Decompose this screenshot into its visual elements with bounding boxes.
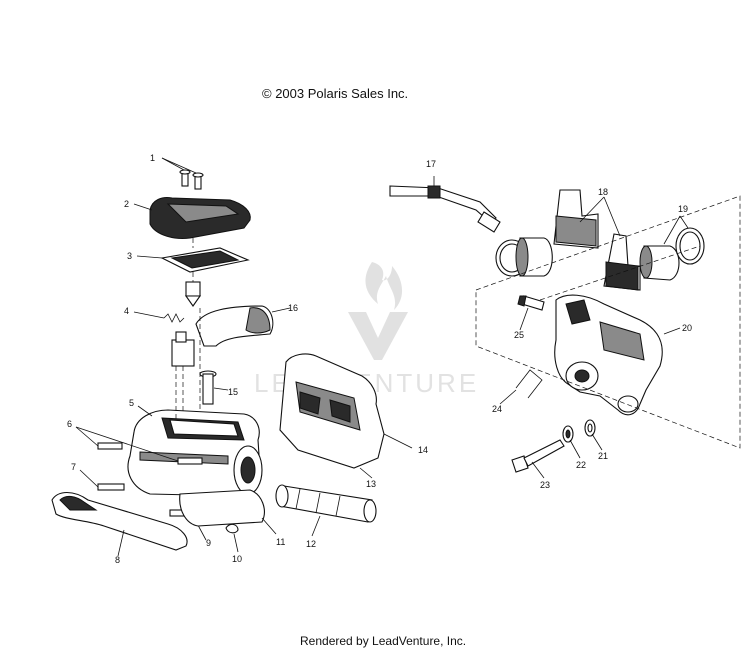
callout-9: 9 <box>206 538 211 548</box>
callout-6: 6 <box>67 419 72 429</box>
callout-25: 25 <box>514 330 524 340</box>
part-brake-pad-18 <box>553 189 641 291</box>
part-reservoir-cover-2 <box>133 197 251 239</box>
rendered-by-footer: Rendered by LeadVenture, Inc. <box>300 634 467 648</box>
callout-8: 8 <box>115 555 120 565</box>
part-diaphragm-3 <box>136 247 250 273</box>
part-housing-cover-13-14 <box>279 353 413 479</box>
callout-1: 1 <box>150 153 155 163</box>
part-bleeder-25 <box>517 295 545 331</box>
part-clip-10 <box>225 523 239 553</box>
part-master-cylinder-body-5 <box>127 405 263 497</box>
callout-2: 2 <box>124 199 129 209</box>
part-screw-7 <box>79 469 125 491</box>
part-piston-left <box>495 237 553 277</box>
part-caliper-body-20 <box>554 294 681 416</box>
flame-logo-icon <box>365 262 403 310</box>
part-piston-right-19 <box>639 215 705 281</box>
part-brake-hose-17 <box>389 176 501 233</box>
part-washer-21 <box>584 419 603 451</box>
callout-3: 3 <box>127 251 132 261</box>
callout-10: 10 <box>232 554 242 564</box>
callout-labels: 1 2 3 4 5 6 7 8 9 10 11 12 13 14 15 16 1… <box>67 153 692 565</box>
callout-23: 23 <box>540 480 550 490</box>
part-clip-24 <box>499 369 543 405</box>
watermark-v-mark <box>348 312 408 360</box>
part-spring-4 <box>133 311 185 323</box>
callout-7: 7 <box>71 462 76 472</box>
part-screws-1 <box>161 157 204 190</box>
callout-21: 21 <box>598 451 608 461</box>
part-lever-8 <box>51 491 188 557</box>
assembly-bracket-outline <box>475 195 741 449</box>
callout-12: 12 <box>306 539 316 549</box>
part-pin-15 <box>199 370 229 405</box>
callout-5: 5 <box>129 398 134 408</box>
callout-14: 14 <box>418 445 428 455</box>
part-clamp-11 <box>179 489 277 535</box>
callout-20: 20 <box>682 323 692 333</box>
callout-24: 24 <box>492 404 502 414</box>
part-lever-guard-16 <box>195 305 291 347</box>
part-float <box>184 272 202 307</box>
part-screws-6 <box>75 426 203 465</box>
callout-16: 16 <box>288 303 298 313</box>
callout-15: 15 <box>228 387 238 397</box>
part-sleeve-12 <box>275 484 377 537</box>
assembly-line <box>539 245 701 301</box>
callout-17: 17 <box>426 159 436 169</box>
part-bolt-23 <box>511 439 565 479</box>
callout-19: 19 <box>678 204 688 214</box>
callout-4: 4 <box>124 306 129 316</box>
part-washer-22 <box>562 425 581 459</box>
callout-18: 18 <box>598 187 608 197</box>
callout-11: 11 <box>276 537 285 547</box>
copyright-notice: © 2003 Polaris Sales Inc. <box>262 86 409 101</box>
callout-13: 13 <box>366 479 376 489</box>
callout-22: 22 <box>576 460 586 470</box>
